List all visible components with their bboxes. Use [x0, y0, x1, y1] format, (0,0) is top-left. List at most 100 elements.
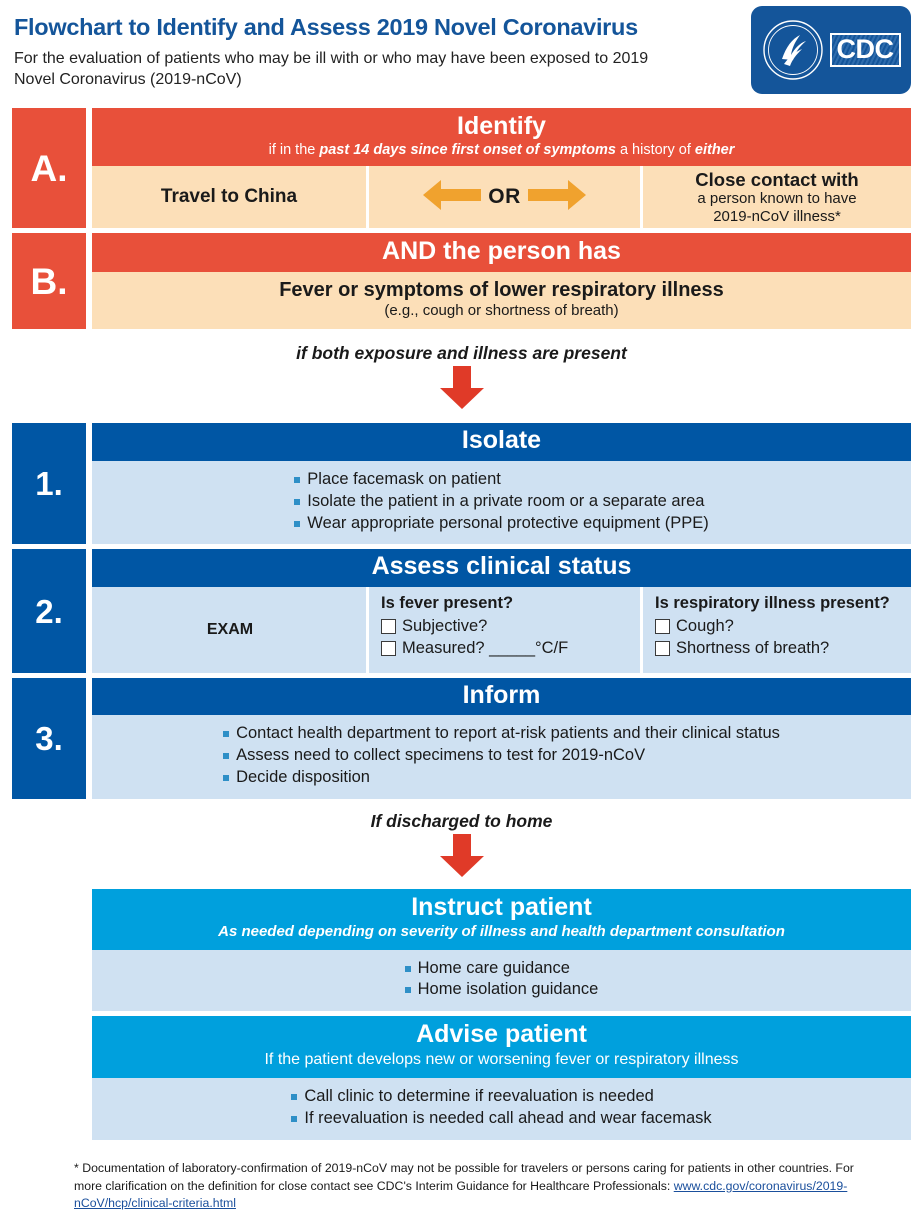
checkbox-row-subjective[interactable]: Subjective? — [381, 617, 630, 636]
step-1-bullet-1: Place facemask on patient — [307, 469, 501, 488]
advise-patient-banner: Advise patient If the patient develops n… — [92, 1016, 911, 1078]
checkbox-cough[interactable] — [655, 618, 670, 634]
checkbox-measured[interactable] — [381, 640, 396, 656]
close-contact-line1: Close contact with — [695, 168, 859, 190]
connector-1-text: if both exposure and illness are present — [296, 343, 627, 364]
footnote: * Documentation of laboratory-confirmati… — [74, 1160, 865, 1213]
page-subtitle: For the evaluation of patients who may b… — [14, 50, 649, 89]
bullet-square-icon — [291, 1115, 298, 1122]
list-item: Call clinic to determine if reevaluation… — [291, 1086, 711, 1108]
section-a-title: Identify — [457, 112, 546, 140]
list-item: Assess need to collect specimens to test… — [223, 745, 780, 767]
fever-heading: Is fever present? — [381, 593, 514, 612]
section-b-line2: (e.g., cough or shortness of breath) — [384, 302, 619, 320]
resp-option-1-label: Cough? — [676, 616, 734, 635]
page-title: Flowchart to Identify and Assess 2019 No… — [14, 14, 638, 40]
instruct-patient-title: Instruct patient — [411, 893, 592, 922]
step-2-columns: EXAM Is fever present? Subjective? Measu… — [92, 586, 911, 673]
step-3-banner: Inform — [92, 677, 911, 716]
bullet-square-icon — [223, 775, 230, 782]
step-3: 3. Inform Contact health department to r… — [12, 677, 911, 800]
respiratory-column: Is respiratory illness present? Cough? S… — [640, 586, 911, 673]
resp-option-2-label: Shortness of breath? — [676, 638, 830, 657]
section-a-columns: Travel to China OR Close contact w — [92, 166, 911, 229]
section-a-banner: Identify if in the past 14 days since fi… — [92, 108, 911, 167]
bullet-square-icon — [223, 731, 230, 738]
cell-or: OR — [366, 166, 640, 229]
a-sub-mid: a history of — [615, 142, 695, 158]
checkbox-row-cough[interactable]: Cough? — [655, 617, 901, 636]
instruct-patient-banner: Instruct patient As needed depending on … — [92, 889, 911, 950]
section-b-letter: B. — [12, 233, 86, 330]
a-sub-pre: if in the — [268, 142, 320, 158]
section-b-title: AND the person has — [382, 237, 621, 266]
step-3-number: 3. — [12, 677, 86, 800]
advise-patient-bullets: Call clinic to determine if reevaluation… — [92, 1077, 911, 1140]
cdc-logo: CDC — [751, 6, 911, 94]
checkbox-row-measured[interactable]: Measured? _____°C/F — [381, 639, 630, 658]
step-2: 2. Assess clinical status EXAM Is fever … — [12, 549, 911, 673]
section-b-body: Fever or symptoms of lower respiratory i… — [92, 272, 911, 330]
list-item: If reevaluation is needed call ahead and… — [291, 1108, 712, 1130]
advise-bullet-2: If reevaluation is needed call ahead and… — [304, 1108, 712, 1127]
step-3-bullet-3: Decide disposition — [236, 768, 370, 787]
list-item: Decide disposition — [223, 767, 780, 789]
section-b-line1: Fever or symptoms of lower respiratory i… — [279, 279, 724, 302]
footnote-text: * Documentation of laboratory-confirmati… — [74, 1160, 854, 1193]
bullet-square-icon — [294, 476, 301, 483]
step-3-bullets: Contact health department to report at-r… — [92, 715, 911, 800]
advise-patient-block: Advise patient If the patient develops n… — [92, 1016, 911, 1140]
step-1-bullets: Place facemask on patient Isolate the pa… — [92, 460, 911, 545]
step-3-title: Inform — [462, 680, 541, 709]
step-1-bullet-3: Wear appropriate personal protective equ… — [307, 513, 709, 532]
instruct-bullet-1: Home care guidance — [417, 958, 570, 977]
connector-2: If discharged to home — [0, 811, 923, 883]
bullet-square-icon — [223, 753, 230, 760]
list-item: Contact health department to report at-r… — [223, 723, 780, 745]
connector-1: if both exposure and illness are present — [0, 343, 923, 415]
checkbox-shortness-of-breath[interactable] — [655, 640, 670, 656]
arrow-down-icon — [0, 366, 923, 415]
cell-travel-to-china: Travel to China — [92, 166, 366, 229]
advise-patient-subtitle: If the patient develops new or worsening… — [264, 1050, 739, 1068]
hhs-seal-icon — [762, 19, 824, 81]
list-item: Home care guidance — [404, 958, 599, 980]
arrow-left-icon — [423, 178, 482, 217]
bullet-square-icon — [294, 520, 301, 527]
step-2-banner: Assess clinical status — [92, 549, 911, 587]
section-a-subtitle: if in the past 14 days since first onset… — [98, 141, 905, 159]
fever-column: Is fever present? Subjective? Measured? … — [366, 586, 640, 673]
list-item: Isolate the patient in a private room or… — [294, 491, 708, 513]
close-contact-line3: 2019-nCoV illness* — [713, 208, 841, 226]
exam-label: EXAM — [206, 621, 254, 639]
bullet-square-icon — [294, 498, 301, 505]
connector-2-text: If discharged to home — [370, 811, 553, 832]
step-1-banner: Isolate — [92, 423, 911, 461]
bullet-square-icon — [291, 1093, 298, 1100]
step-2-number: 2. — [12, 549, 86, 673]
or-label: OR — [488, 185, 521, 209]
instruct-patient-bullets: Home care guidance Home isolation guidan… — [92, 949, 911, 1012]
advise-patient-title: Advise patient — [416, 1020, 587, 1049]
checkbox-row-shortness-of-breath[interactable]: Shortness of breath? — [655, 639, 901, 658]
step-3-bullet-2: Assess need to collect specimens to test… — [236, 746, 646, 765]
step-1: 1. Isolate Place facemask on patient Iso… — [12, 423, 911, 545]
list-item: Home isolation guidance — [404, 979, 599, 1001]
section-b-banner: AND the person has — [92, 233, 911, 273]
step-1-number: 1. — [12, 423, 86, 545]
fever-option-1-label: Subjective? — [402, 616, 488, 635]
arrow-down-icon — [0, 834, 923, 883]
checkbox-subjective[interactable] — [381, 618, 396, 634]
section-a-letter: A. — [12, 108, 86, 229]
instruct-patient-block: Instruct patient As needed depending on … — [92, 889, 911, 1012]
arrow-right-icon — [527, 178, 586, 217]
step-2-title: Assess clinical status — [371, 552, 632, 581]
respiratory-heading: Is respiratory illness present? — [655, 593, 890, 612]
close-contact-line2: a person known to have — [697, 190, 857, 208]
fever-option-2-label: Measured? _____°C/F — [402, 638, 569, 657]
a-sub-em2: either — [694, 142, 735, 158]
step-1-bullet-2: Isolate the patient in a private room or… — [307, 491, 705, 510]
advise-bullet-1: Call clinic to determine if reevaluation… — [304, 1086, 654, 1105]
instruct-bullet-2: Home isolation guidance — [417, 980, 599, 999]
